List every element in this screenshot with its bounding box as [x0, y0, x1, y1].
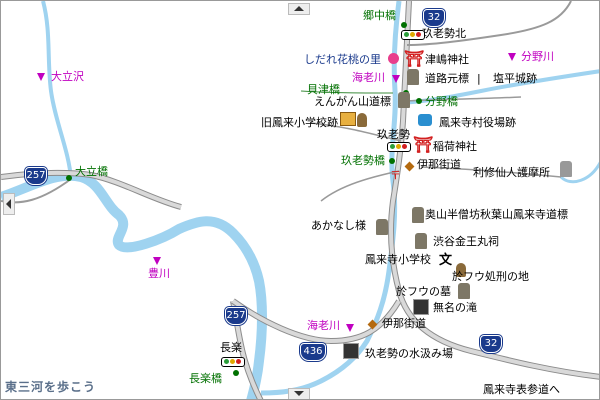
- place-label-mizukumi[interactable]: 玖老勢の水汲み場: [365, 347, 453, 360]
- bridge-label-gochubashi: 郷中橋: [363, 9, 396, 22]
- bridge-label-ebisebashi: 玖老勢橋: [341, 154, 385, 167]
- arrow-left-icon: [6, 199, 11, 209]
- place-label-ebise[interactable]: 玖老勢: [377, 128, 410, 141]
- bridge-dot-icon: [389, 158, 395, 164]
- toyokawa-river: [1, 170, 267, 399]
- stone-marker-icon: [398, 92, 410, 108]
- town-office-icon: [418, 114, 432, 126]
- bridge-label-bunyabashi: 分野橋: [425, 95, 458, 108]
- place-label-ina-kaido-bottom[interactable]: 伊那街道: [382, 317, 426, 330]
- school-building-icon: [340, 112, 356, 126]
- route-32-shield-bottom: 32: [480, 335, 502, 353]
- bridge-label-choraku-bashi: 長楽橋: [189, 372, 222, 385]
- place-label-doro[interactable]: 道路元標: [425, 72, 469, 85]
- place-label-ofuu-grave[interactable]: 於フウの墓: [396, 285, 451, 298]
- water-spring-icon: [343, 343, 359, 359]
- separator-bar: |: [477, 72, 481, 85]
- place-label-enpei[interactable]: 塩平城跡: [493, 72, 537, 85]
- stone-marker-icon: [458, 283, 470, 299]
- pan-down-button[interactable]: [288, 388, 310, 399]
- traffic-signal-icon: [387, 142, 411, 152]
- river-marker-icon: [346, 324, 354, 332]
- river-label-bunyagawa: 分野川: [521, 50, 554, 63]
- traffic-signal-icon: [401, 30, 425, 40]
- place-label-mumei[interactable]: 無名の滝: [433, 301, 477, 314]
- arrow-down-icon: [294, 391, 304, 396]
- route-32-shield-top: 32: [423, 9, 445, 27]
- outadazawa-stream: [41, 1, 73, 180]
- stone-marker-icon: [560, 161, 572, 177]
- river-marker-icon: [153, 257, 161, 265]
- bridge-dot-icon: [416, 98, 422, 104]
- place-label-ebise-kita[interactable]: 玖老勢北: [422, 27, 466, 40]
- place-label-ina-kaido-top[interactable]: 伊那街道: [417, 158, 461, 171]
- place-label-shidare[interactable]: しだれ花桃の里: [304, 53, 381, 66]
- route-257-shield-left: 257: [25, 167, 47, 185]
- place-label-tsushima[interactable]: 津嶋神社: [425, 53, 469, 66]
- place-label-sando[interactable]: 鳳来寺表参道へ: [483, 383, 560, 396]
- bridge-dot-icon: [66, 175, 72, 181]
- river-label-toyokawa: 豊川: [148, 267, 170, 280]
- brand-watermark: 東三河を歩こう: [5, 380, 97, 394]
- place-label-engan[interactable]: えんがん山道標: [314, 95, 391, 108]
- bridge-label-kaitsubashi: 貝津橋: [307, 83, 340, 96]
- arrow-up-icon: [294, 6, 304, 11]
- stone-marker-icon: [376, 219, 388, 235]
- pan-left-button[interactable]: [3, 193, 15, 215]
- river-marker-icon: [508, 53, 516, 61]
- pan-up-button[interactable]: [288, 3, 310, 15]
- river-marker-icon: [392, 75, 400, 83]
- route-257-shield-mid: 257: [225, 307, 247, 325]
- stone-marker-icon: [415, 233, 427, 249]
- place-label-kyu-school[interactable]: 旧鳳来小学校跡: [261, 116, 338, 129]
- bridge-dot-icon: [401, 22, 407, 28]
- place-label-akanashi[interactable]: あかなし様: [311, 219, 366, 232]
- bridge-dot-icon: [233, 370, 239, 376]
- river-label-ebigawa-top: 海老川: [352, 71, 385, 84]
- place-label-shibuya[interactable]: 渋谷金王丸祠: [433, 235, 499, 248]
- river-label-outadazawa: 大立沢: [51, 70, 84, 83]
- bridge-label-odachibashi: 大立橋: [75, 165, 108, 178]
- river-marker-icon: [37, 73, 45, 81]
- place-label-hourai-school[interactable]: 鳳来寺小学校: [365, 253, 431, 266]
- place-label-okuyama[interactable]: 奥山半僧坊秋葉山鳳来寺道標: [425, 208, 568, 221]
- statue-icon: [456, 263, 466, 277]
- post-office-icon: 〒: [390, 169, 401, 182]
- school-icon: 文: [439, 253, 453, 268]
- stone-marker-icon: [412, 207, 424, 223]
- route-436-shield: 436: [300, 343, 326, 361]
- place-label-ofuu-exec[interactable]: 於フウ処刑の地: [452, 270, 529, 283]
- place-label-yakuba[interactable]: 鳳来寺村役場跡: [439, 116, 516, 129]
- place-label-rishu[interactable]: 利修仙人護摩所: [473, 166, 550, 179]
- river-label-ebigawa-bottom: 海老川: [307, 319, 340, 332]
- place-label-choraku[interactable]: 長楽: [220, 341, 242, 354]
- shrine-torii-icon: ⛩: [404, 49, 425, 68]
- waterfall-icon: [413, 299, 429, 315]
- place-label-inari[interactable]: 稲荷神社: [433, 140, 477, 153]
- shrine-torii-icon: ⛩: [413, 135, 434, 154]
- stone-marker-icon: [407, 69, 419, 85]
- flower-icon: [388, 53, 399, 64]
- statue-icon: [357, 113, 367, 127]
- traffic-signal-icon: [221, 357, 245, 367]
